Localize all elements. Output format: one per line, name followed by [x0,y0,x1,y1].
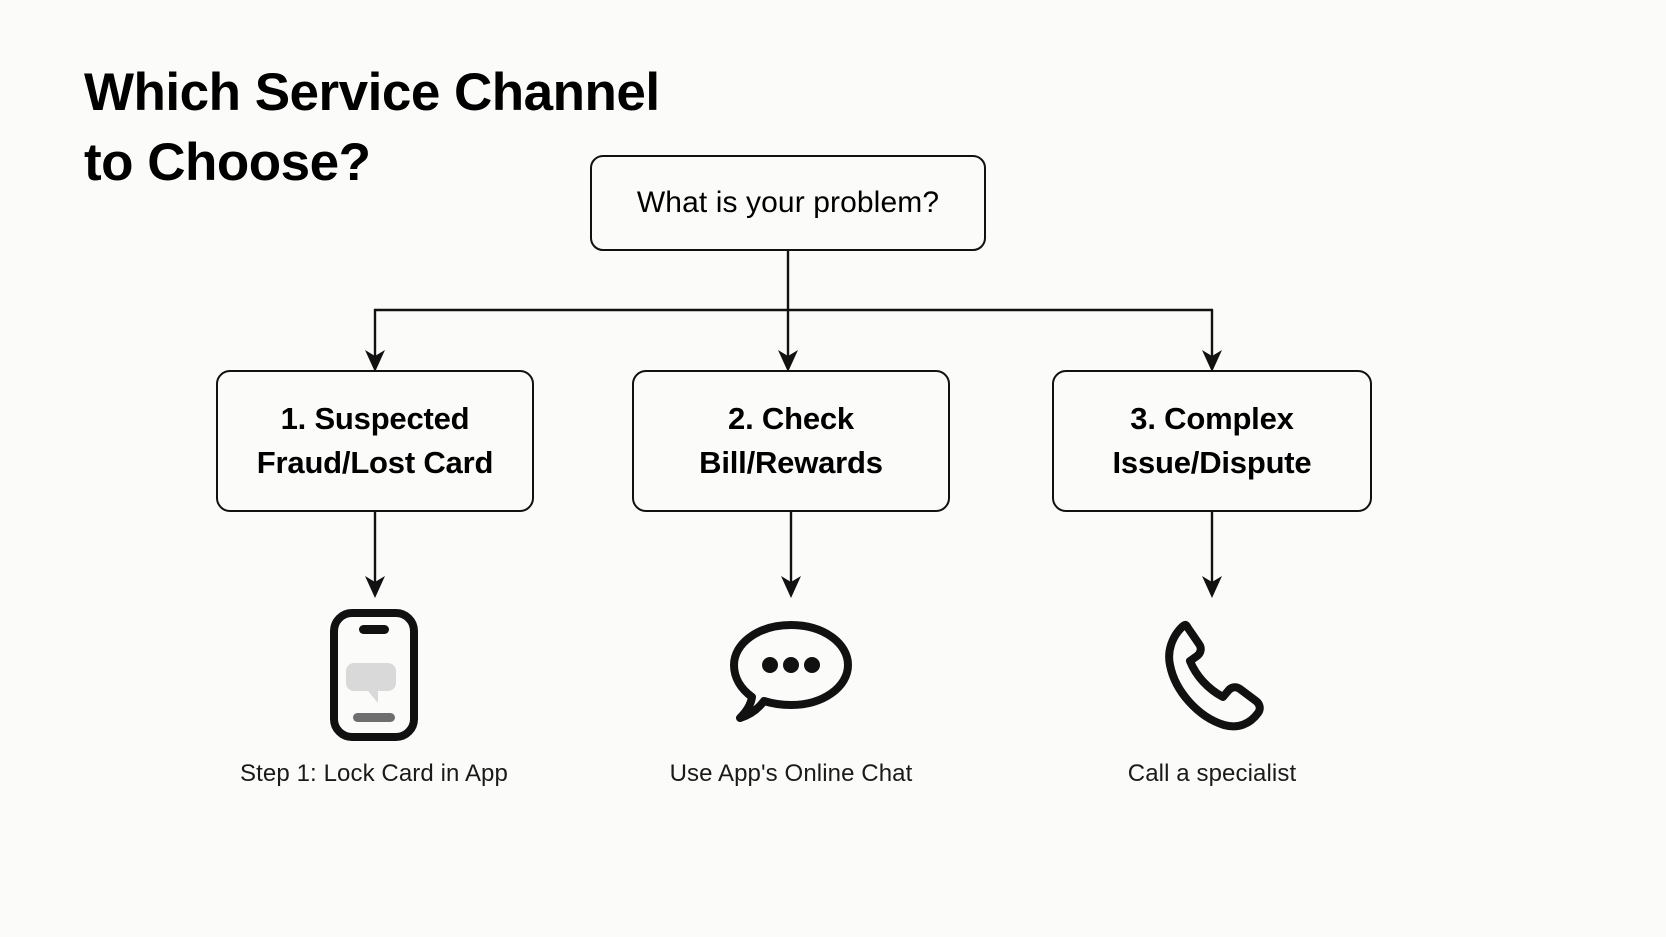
caption-online-chat: Use App's Online Chat [669,760,913,787]
branch-node-2-label: 2. Check Bill/Rewards [699,400,883,480]
root-question-node[interactable]: What is your problem? [590,155,986,251]
root-question-label: What is your problem? [636,186,940,219]
telephone-handset-icon [1132,605,1292,745]
arrowhead-left [365,350,385,372]
caption-lock-card: Step 1: Lock Card in App [240,760,508,787]
arrowhead-icon-3 [1202,576,1222,598]
smartphone-icon [294,605,454,745]
arrowhead-icon-2 [781,576,801,598]
arrowhead-middle [778,350,798,372]
arrowhead-right [1202,350,1222,372]
branch-node-check-bill[interactable]: 2. Check Bill/Rewards [632,370,950,512]
caption-call-specialist: Call a specialist [1127,760,1297,787]
branch-node-1-label: 1. Suspected Fraud/Lost Card [256,400,494,480]
arrowhead-icon-1 [365,576,385,598]
page-title: Which Service Channel to Choose? [84,63,660,193]
branch-node-complex-issue[interactable]: 3. Complex Issue/Dispute [1052,370,1372,512]
chat-bubble-icon [711,605,871,745]
branch-node-suspected-fraud[interactable]: 1. Suspected Fraud/Lost Card [216,370,534,512]
branch-node-3-label: 3. Complex Issue/Dispute [1112,400,1312,480]
